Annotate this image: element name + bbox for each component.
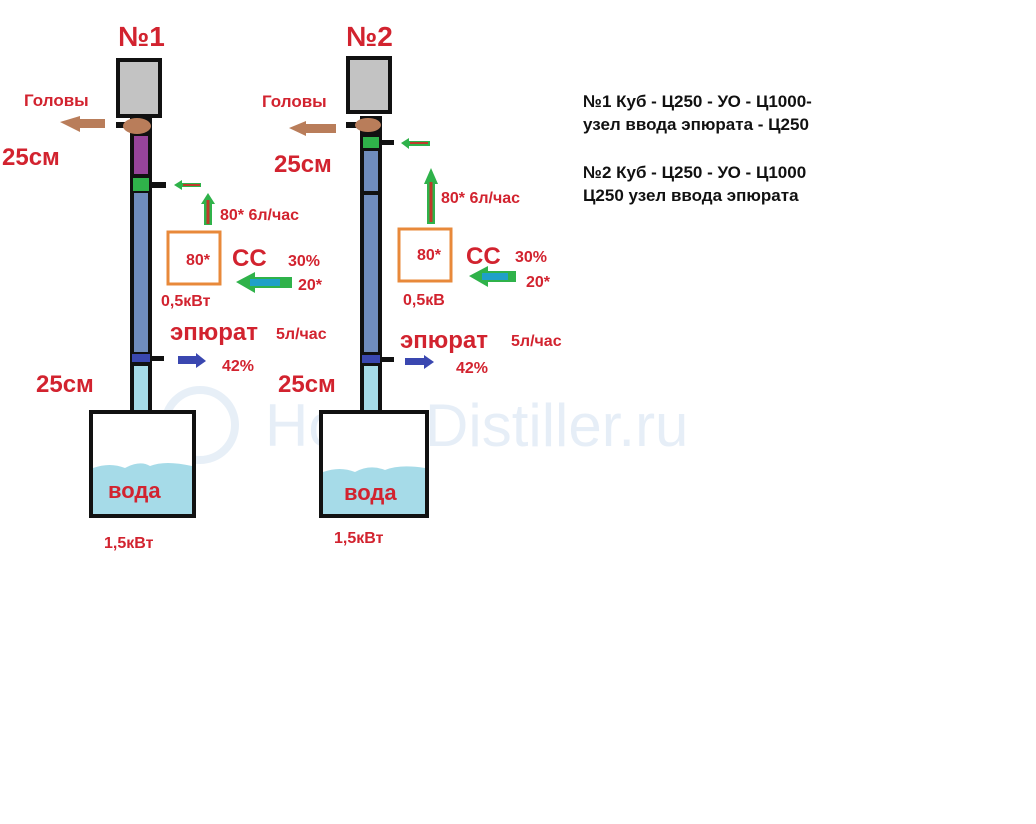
lower-length: 25см [36, 371, 94, 398]
epurate-rate: 5л/час [511, 333, 562, 350]
middle-section [364, 195, 378, 352]
heads-label: Головы [262, 92, 327, 111]
boiler-power: 1,5кВт [334, 530, 384, 547]
boiler-label: вода [344, 480, 397, 505]
heads-valve [355, 118, 381, 132]
epurate-strength: 42% [456, 360, 488, 377]
heater-box [166, 230, 222, 286]
heads-valve [123, 118, 151, 134]
boiler-water [323, 466, 425, 514]
reflux-node [361, 135, 381, 150]
heads-arrow-icon [289, 121, 336, 136]
heater-power: 0,5кВ [403, 292, 445, 309]
epurate-node [362, 355, 380, 363]
heads-label: Головы [24, 91, 89, 110]
middle-section [134, 192, 148, 352]
note-line-2: узел ввода эпюрата - Ц250 [583, 115, 809, 134]
heater-box [397, 227, 453, 283]
reflux-label: 80* 6л/час [220, 207, 299, 224]
feed-temp: 20* [526, 274, 551, 291]
condenser [346, 56, 392, 114]
epurate-strength: 42% [222, 358, 254, 375]
upper-length: 25см [2, 144, 60, 171]
boiler-power: 1,5кВт [104, 535, 154, 552]
column-title: №1 [118, 21, 165, 52]
epurate-rate: 5л/час [276, 326, 327, 343]
note-line-1: №1 Куб - Ц250 - УО - Ц1000- [583, 92, 812, 111]
epurate-arrow-icon [405, 355, 434, 369]
feed-temp: 20* [298, 277, 323, 294]
boiler-water [93, 463, 192, 514]
upper-length: 25см [274, 151, 332, 178]
condenser [116, 58, 162, 118]
heads-arrow-icon [60, 116, 105, 132]
epurate-label: эпюрат [400, 327, 488, 354]
configuration-notes: №1 Куб - Ц250 - УО - Ц1000- узел ввода э… [583, 92, 812, 205]
feed-label: СС [232, 245, 267, 272]
lower-section [134, 366, 148, 412]
epurate-arrow-icon [178, 353, 206, 368]
feed-strength: 30% [288, 253, 320, 270]
note-line-4: Ц250 узел ввода эпюрата [583, 186, 799, 205]
epurate-node [132, 354, 150, 362]
epurate-label: эпюрат [170, 319, 258, 346]
heater-power: 0,5кВт [161, 293, 211, 310]
reflux-node [131, 176, 151, 193]
heater-temp: 80* [186, 252, 211, 269]
upper-section [364, 151, 378, 191]
note-line-3: №2 Куб - Ц250 - УО - Ц1000 [583, 163, 806, 182]
lower-length: 25см [278, 371, 336, 398]
feed-label: СС [466, 243, 501, 270]
reflux-label: 80* 6л/час [441, 190, 520, 207]
feed-strength: 30% [515, 249, 547, 266]
heater-temp: 80* [417, 247, 442, 264]
column-1: №1 Головы 25см 80* 6л/час 80* 0,5кВт СС … [2, 21, 327, 552]
column-2: №2 Головы 25см 80* 6л/час 80* 0,5кВ СС 3… [262, 21, 562, 547]
boiler-label: вода [108, 478, 161, 503]
upper-section [134, 136, 148, 174]
column-title: №2 [346, 21, 393, 52]
lower-section [364, 366, 378, 412]
